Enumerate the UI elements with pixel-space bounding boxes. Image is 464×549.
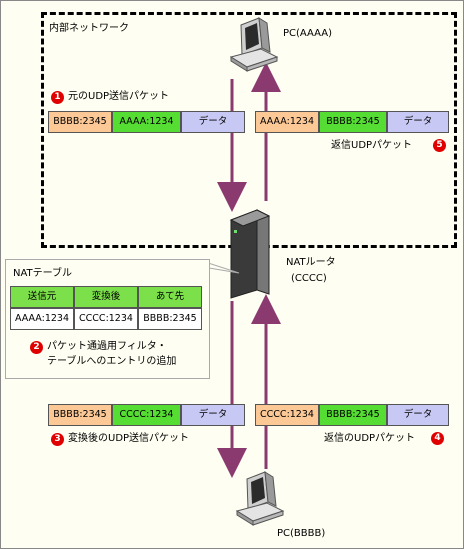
nat-table-note-line1: パケット通過用フィルタ・: [47, 341, 167, 352]
packet-1-src: BBBB:2345: [48, 111, 112, 133]
pc-external-label: PC(BBBB): [277, 528, 326, 539]
packet-1-dst: AAAA:1234: [112, 111, 181, 133]
nat-table-title: NATテーブル: [13, 268, 73, 279]
packet-5-caption: 返信UDPパケット: [331, 140, 413, 151]
nat-table-header-src: 送信元: [10, 286, 74, 308]
nat-table-note-line2: テーブルへのエントリの追加: [47, 356, 177, 367]
packet-5-dst: BBBB:2345: [319, 111, 387, 133]
nat-table-cell-translated: CCCC:1234: [74, 308, 138, 330]
internal-network-label: 内部ネットワーク: [49, 23, 129, 34]
step-badge-1: 1: [51, 91, 64, 104]
nat-table-panel: NATテーブル 送信元 変換後 あて先 AAAA:1234 CCCC:1234 …: [5, 259, 210, 379]
packet-5-src: AAAA:1234: [255, 111, 319, 133]
step-badge-5: 5: [433, 139, 446, 152]
packet-3-src: BBBB:2345: [48, 404, 112, 426]
packet-4-src: CCCC:1234: [255, 404, 319, 426]
packet-4-data: データ: [387, 404, 449, 426]
nat-router-label: NATルータ: [286, 257, 336, 268]
packet-1-data: データ: [181, 111, 245, 133]
nat-table-cell-dst: BBBB:2345: [138, 308, 202, 330]
step-badge-2: 2: [30, 341, 43, 354]
packet-3-caption: 変換後のUDP送信パケット: [68, 433, 190, 444]
packet-1-caption: 元のUDP送信パケット: [68, 91, 170, 102]
nat-table-cell-src: AAAA:1234: [10, 308, 74, 330]
packet-4-caption: 返信のUDPパケット: [324, 433, 416, 444]
packet-3-data: データ: [181, 404, 245, 426]
packet-4-dst: BBBB:2345: [319, 404, 387, 426]
step-badge-4: 4: [431, 432, 444, 445]
nat-table-header-translated: 変換後: [74, 286, 138, 308]
pc-internal-label: PC(AAAA): [283, 28, 333, 39]
nat-router-sublabel: (CCCC): [291, 273, 327, 284]
nat-table-header-dst: あて先: [138, 286, 202, 308]
step-badge-3: 3: [51, 433, 64, 446]
packet-3-dst: CCCC:1234: [112, 404, 181, 426]
packet-5-data: データ: [387, 111, 449, 133]
pc-internal-icon: [229, 17, 279, 72]
pc-external-icon: [235, 471, 285, 526]
nat-router-icon: [229, 209, 271, 299]
